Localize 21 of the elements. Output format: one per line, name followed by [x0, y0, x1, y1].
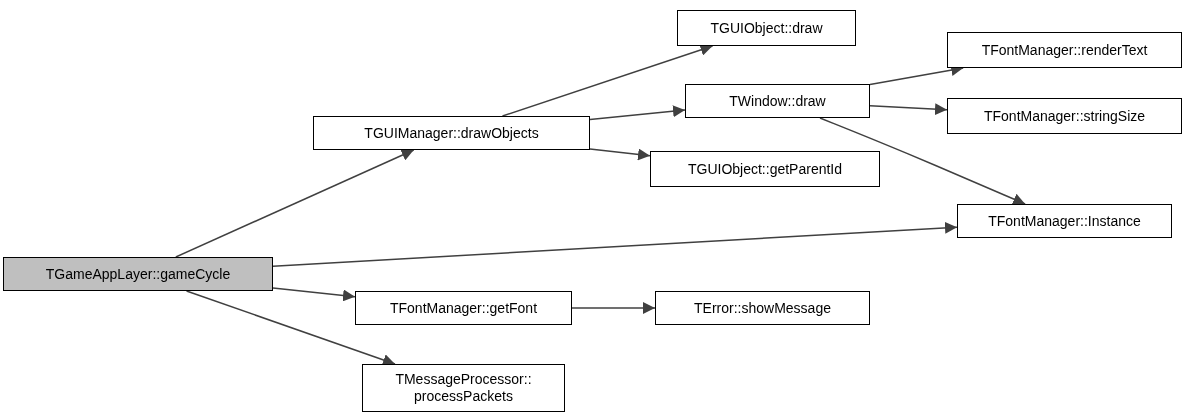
- arrow: [589, 105, 686, 121]
- arrow: [501, 44, 714, 117]
- arrow: [869, 103, 948, 116]
- arrow: [175, 149, 415, 258]
- arrow: [185, 290, 396, 366]
- arrow: [589, 148, 651, 161]
- function-box: TFontManager::getFont: [355, 291, 572, 325]
- function-box: TFontManager::renderText: [947, 32, 1182, 68]
- function-box: TGameAppLayer::gameCycle: [3, 257, 273, 291]
- arrow: [571, 302, 656, 314]
- arrow: [272, 287, 356, 302]
- function-box: TFontManager::Instance: [957, 204, 1172, 238]
- function-box: TFontManager::stringSize: [947, 98, 1182, 134]
- arrow: [819, 117, 1026, 205]
- function-box: TMessageProcessor:: processPackets: [362, 364, 565, 412]
- arrow: [272, 221, 958, 268]
- function-box: TGUIManager::drawObjects: [313, 116, 590, 150]
- function-box: TGUIObject::getParentId: [650, 151, 880, 187]
- function-box: TError::showMessage: [655, 291, 870, 325]
- function-box: TWindow::draw: [685, 84, 870, 118]
- function-box: TGUIObject::draw: [677, 10, 856, 46]
